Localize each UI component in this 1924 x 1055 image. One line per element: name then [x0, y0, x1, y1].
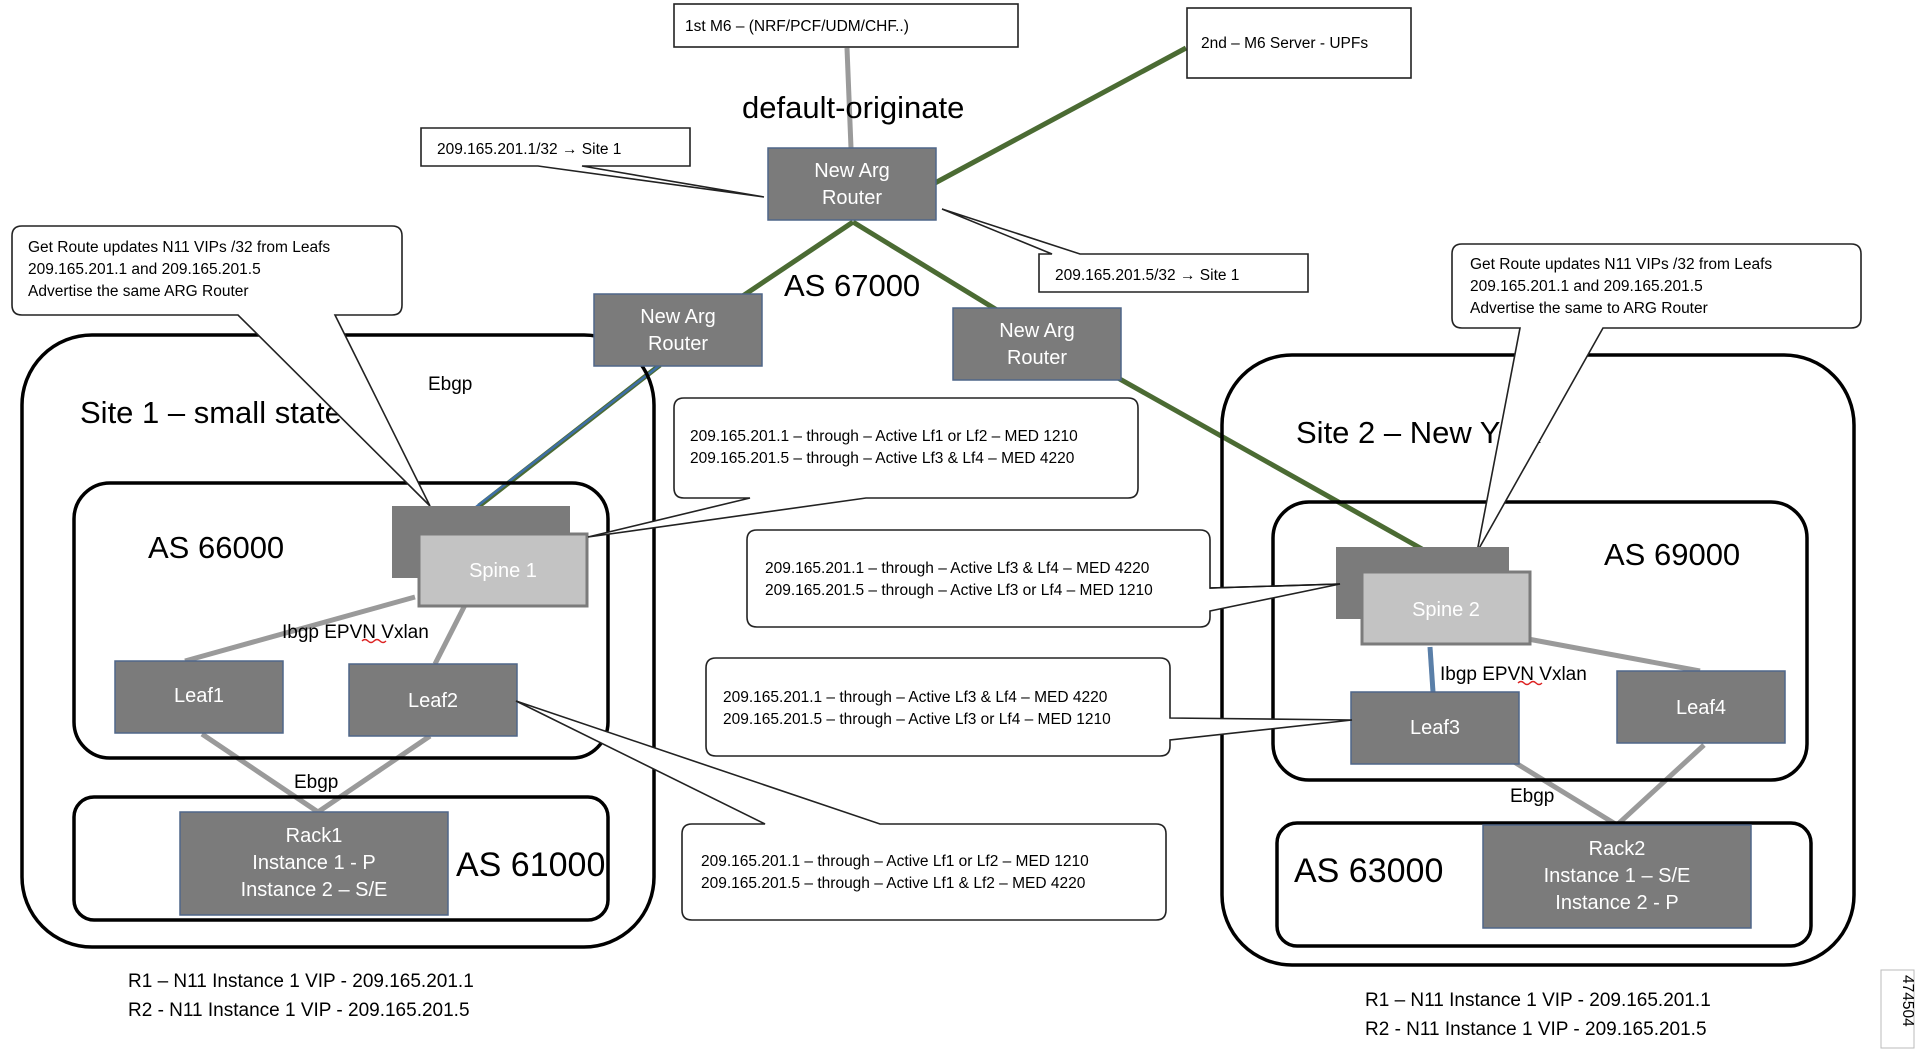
rack1-line3: Instance 2 – S/E: [241, 879, 388, 901]
links: [184, 45, 1706, 828]
site1-leaf-callout: 209.165.201.1 – through – Active Lf1 or …: [515, 700, 1167, 921]
site2-as-rack: AS 63000: [1294, 852, 1443, 890]
site1-leaf2: Leaf2: [348, 663, 518, 737]
route-site5-text: 209.165.201.5/32 → Site 1: [1055, 267, 1239, 284]
arg-right-line1: New Arg: [999, 320, 1075, 342]
site2-spine: Spine 2: [1336, 547, 1532, 646]
site1-ibgp: Ibgp EPVN Vxlan: [282, 622, 429, 643]
arg-right-line2: Router: [1007, 347, 1067, 369]
figure-id-box: 474504: [1880, 969, 1916, 1049]
link-leaf4-rack2: [1615, 743, 1706, 827]
arg-router-right: New Arg Router: [952, 307, 1122, 381]
site2-ibgp-underline: [1517, 680, 1543, 686]
m6-first-box: 1st M6 – (NRF/PCF/UDM/CHF..): [673, 3, 1019, 48]
site2-note-line2: 209.165.201.1 and 209.165.201.5: [1470, 278, 1703, 295]
arg-router-left: New Arg Router: [593, 293, 763, 367]
site2-spine-callout-line2: 209.165.201.5 – through – Active Lf3 or …: [765, 582, 1153, 599]
arg-core-line1: New Arg: [814, 160, 890, 182]
leaf1-label: Leaf1: [174, 685, 224, 707]
link-arg-right: [851, 219, 1012, 321]
link-spine2-leaf4: [1527, 636, 1701, 674]
leaf4-label: Leaf4: [1676, 697, 1726, 719]
site2-leaf-callout: 209.165.201.1 – through – Active Lf3 & L…: [705, 657, 1353, 757]
site2-spine-callout-line1: 209.165.201.1 – through – Active Lf3 & L…: [765, 560, 1150, 577]
site1-title: Site 1 – small state: [80, 395, 342, 430]
route-callout-site1: 209.165.201.1/32 → Site 1: [420, 127, 765, 198]
site1-vip2: R2 - N11 Instance 1 VIP - 209.165.201.5: [128, 1000, 470, 1021]
site2-spine-as-container: [1271, 500, 1809, 782]
as-core-label: AS 67000: [784, 268, 920, 303]
link-spine1-leaf1: [184, 594, 416, 664]
site1-as-rack: AS 61000: [456, 846, 605, 884]
site1-ebgp-top: Ebgp: [428, 374, 472, 395]
site2-leaf4: Leaf4: [1616, 670, 1786, 744]
figure-id-label: 474504: [1899, 975, 1916, 1027]
site1-note-callout: Get Route updates N11 VIPs /32 from Leaf…: [11, 225, 431, 507]
spine2-label: Spine 2: [1412, 599, 1480, 621]
site1-leaf-callout-line1: 209.165.201.1 – through – Active Lf1 or …: [701, 853, 1089, 870]
site2-note-callout: Get Route updates N11 VIPs /32 from Leaf…: [1451, 243, 1862, 553]
site2-spine-pointer-a: [1209, 583, 1341, 589]
site1-leaf1: Leaf1: [114, 660, 284, 734]
site2-vip2: R2 - N11 Instance 1 VIP - 209.165.201.5: [1365, 1019, 1707, 1040]
link-leaf3-rack2: [1504, 754, 1619, 828]
m6-second-box: 2nd – M6 Server - UPFs: [1186, 7, 1412, 79]
leaf3-label: Leaf3: [1410, 717, 1460, 739]
site2-leaf3: Leaf3: [1350, 691, 1520, 765]
site1-ebgp-bottom: Ebgp: [294, 772, 338, 793]
leaf2-label: Leaf2: [408, 690, 458, 712]
link-spine2-leaf3: [1427, 646, 1436, 693]
site2-ebgp-bottom: Ebgp: [1510, 786, 1554, 807]
link-leaf1-rack1: [200, 731, 320, 815]
m6-second-label: 2nd – M6 Server - UPFs: [1201, 35, 1368, 52]
site2-note-line3: Advertise the same to ARG Router: [1470, 300, 1708, 317]
route-site1-text: 209.165.201.1/32 → Site 1: [437, 141, 621, 158]
site2-note-line1: Get Route updates N11 VIPs /32 from Leaf…: [1470, 256, 1772, 273]
site2-rack: Rack2 Instance 1 – S/E Instance 2 - P: [1482, 824, 1752, 929]
site2-ibgp: Ibgp EPVN Vxlan: [1440, 664, 1587, 685]
rack2-line3: Instance 2 - P: [1555, 892, 1678, 914]
site1-spine-callout-line1: 209.165.201.1 – through – Active Lf1 or …: [690, 428, 1078, 445]
link-arg-spine2: [1116, 375, 1424, 552]
spine1-label: Spine 1: [469, 560, 537, 582]
route-callout-site5: 209.165.201.5/32 → Site 1: [941, 208, 1309, 293]
m6-first-label: 1st M6 – (NRF/PCF/UDM/CHF..): [685, 18, 909, 35]
site1-leaf-callout-line2: 209.165.201.5 – through – Active Lf1 & L…: [701, 875, 1086, 892]
arg-left-line1: New Arg: [640, 306, 716, 328]
site1-as-spine: AS 66000: [148, 530, 284, 565]
link-m6-second: [933, 45, 1188, 186]
site1-spine-callout-line2: 209.165.201.5 – through – Active Lf3 & L…: [690, 450, 1075, 467]
link-arg-spine1-blue: [475, 361, 665, 508]
site2-leaf-callout-line2: 209.165.201.5 – through – Active Lf3 or …: [723, 711, 1111, 728]
rack2-line2: Instance 1 – S/E: [1544, 865, 1691, 887]
site1-vip1: R1 – N11 Instance 1 VIP - 209.165.201.1: [128, 971, 474, 992]
site2-spine-callout: 209.165.201.1 – through – Active Lf3 & L…: [746, 529, 1341, 628]
site2-vip1: R1 – N11 Instance 1 VIP - 209.165.201.1: [1365, 990, 1711, 1011]
site1-ibgp-underline: [361, 638, 387, 644]
site2-leaf-callout-line1: 209.165.201.1 – through – Active Lf3 & L…: [723, 689, 1108, 706]
site2-rack-as-container: [1275, 821, 1813, 948]
link-m6-first: [844, 47, 854, 149]
arg-left-line2: Router: [648, 333, 708, 355]
site1-note-line1: Get Route updates N11 VIPs /32 from Leaf…: [28, 239, 330, 256]
site1-spine: Spine 1: [392, 506, 589, 608]
site1-rack-as-container: [72, 795, 610, 922]
site2-as-spine: AS 69000: [1604, 537, 1740, 572]
rack2-line1: Rack2: [1589, 838, 1646, 860]
default-originate-label: default-originate: [742, 90, 964, 125]
site1-spine-callout: 209.165.201.1 – through – Active Lf1 or …: [587, 397, 1139, 538]
arg-core-line2: Router: [822, 187, 882, 209]
link-leaf2-rack1: [316, 733, 432, 815]
site1-spine-as-container: [72, 481, 610, 760]
rack1-line2: Instance 1 - P: [252, 852, 375, 874]
rack1-line1: Rack1: [286, 825, 343, 847]
site1-rack: Rack1 Instance 1 - P Instance 2 – S/E: [179, 811, 449, 916]
arg-router-core: New Arg Router: [767, 147, 937, 221]
site1-note-line3: Advertise the same ARG Router: [28, 283, 249, 300]
site1-note-line2: 209.165.201.1 and 209.165.201.5: [28, 261, 261, 278]
link-spine1-leaf2: [432, 603, 468, 666]
